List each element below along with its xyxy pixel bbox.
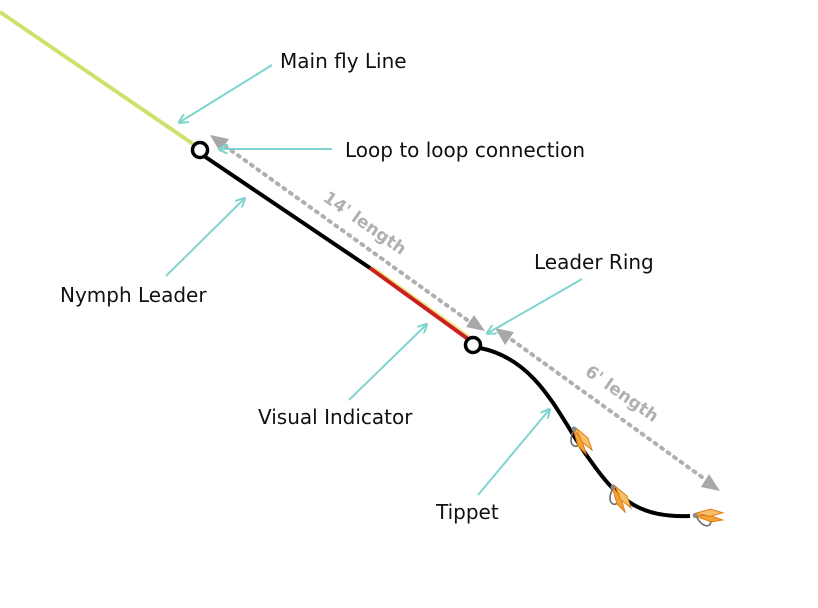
dimension-arrowhead [210,135,229,152]
main-fly-line-label: Main fly Line [280,49,407,73]
visual-indicator-line [368,266,470,341]
tippet-label: Tippet [435,500,499,524]
loop-connection-label: Loop to loop connection [345,138,585,162]
leader-length-label: 14' length [319,188,410,260]
main-fly-line [0,10,198,148]
callout-arrow-tippet [477,410,549,496]
leader-length-dimension: 14' length [210,135,485,331]
fly-hook-icon [609,483,632,513]
callout-arrow-leader-ring [488,278,583,333]
nymph-leader-line [202,154,372,270]
dimension-arrowhead [701,474,720,491]
callout-arrow-main-fly-line [180,64,273,122]
tippet-length-label: 6' length [581,362,662,427]
dimension-arrowhead [495,328,514,345]
fly-hook-icon [690,498,727,534]
visual-indicator-label: Visual Indicator [258,405,413,429]
visual-indicator-highlight [372,266,470,337]
tippet-line [479,346,691,519]
loop-connection-ring [190,140,210,160]
tippet-length-dimension: 6' length [495,328,720,491]
callout-arrow-nymph-leader [165,199,244,277]
leader-ring-label: Leader Ring [534,250,654,274]
callout-arrow-visual-indicator [348,325,426,401]
fly-hook-icon [570,425,593,455]
dimension-arrowhead [466,315,485,331]
nymph-leader-label: Nymph Leader [60,283,207,307]
leader-ring [463,335,483,355]
